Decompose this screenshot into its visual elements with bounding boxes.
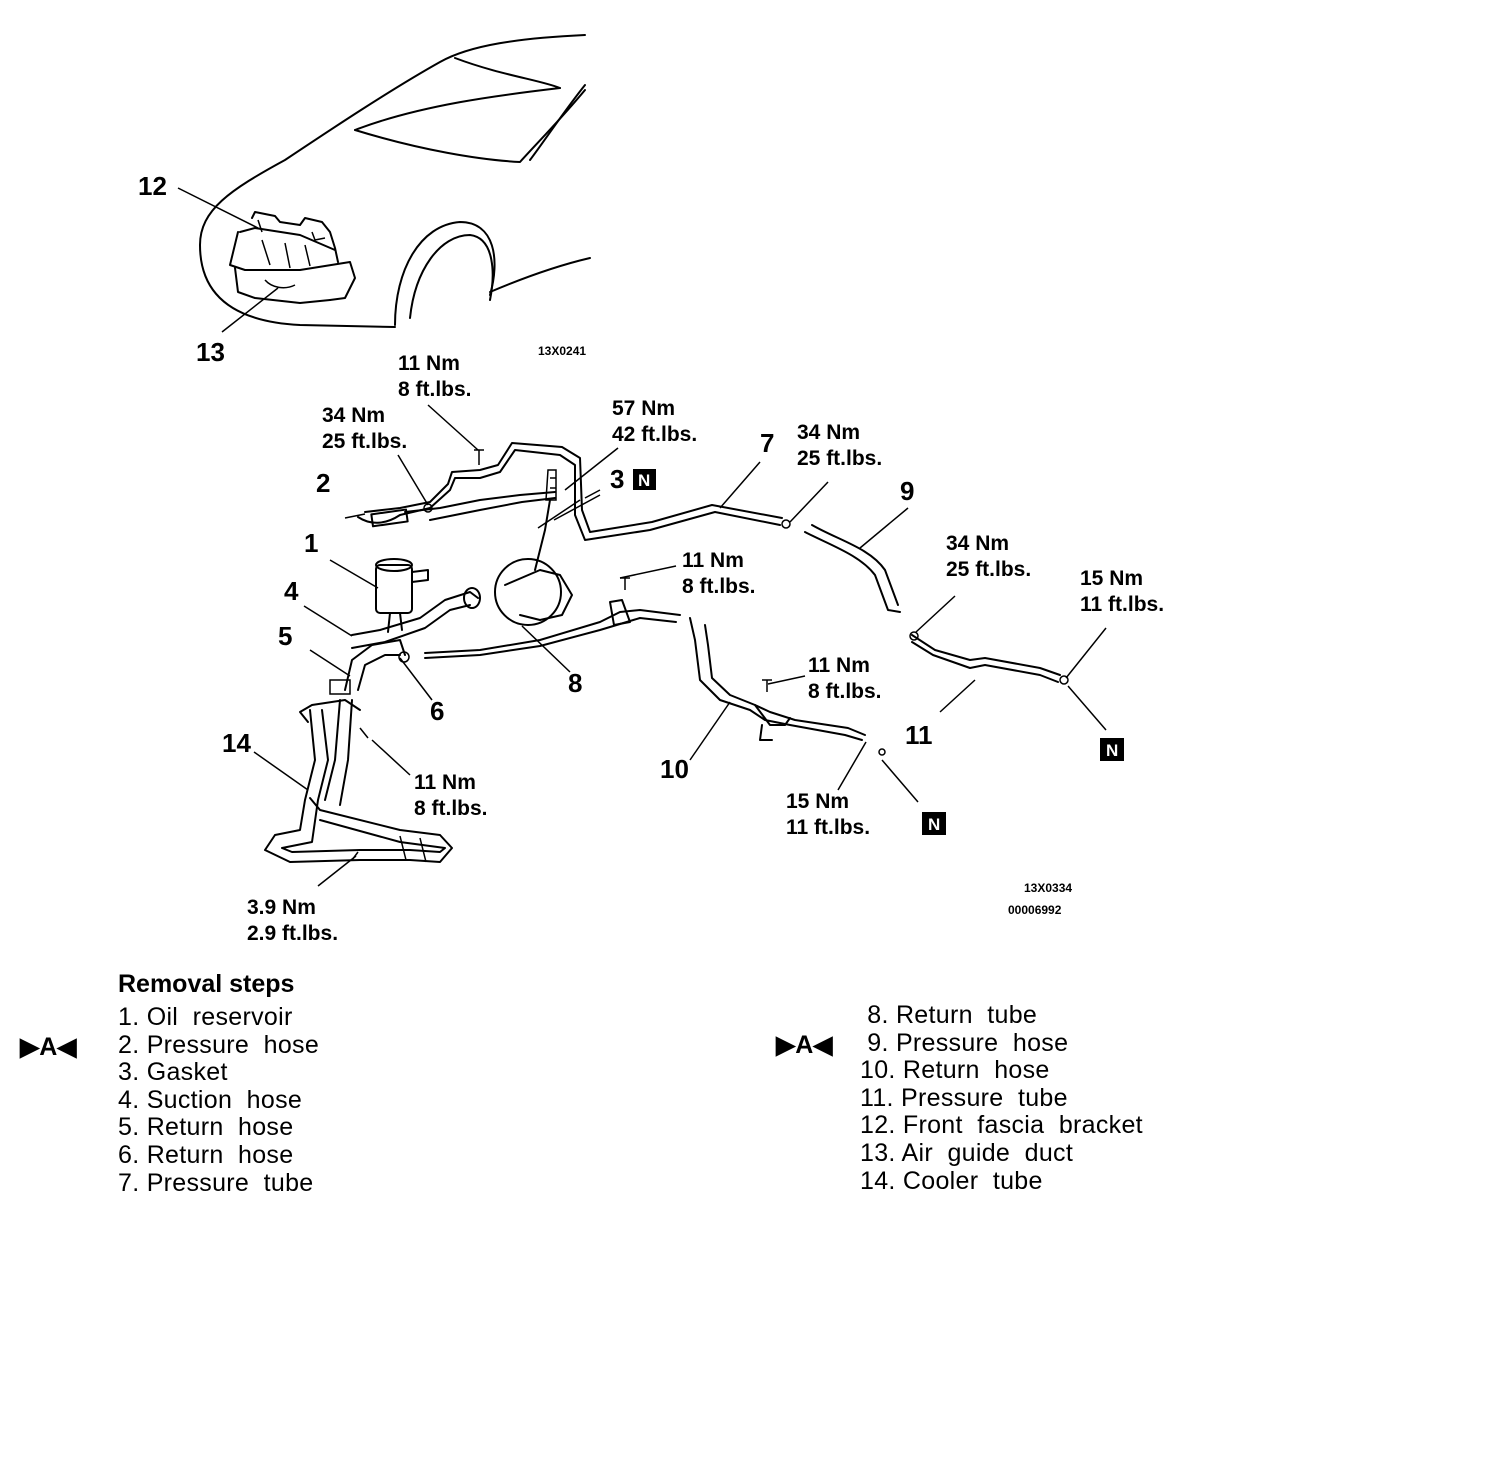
callout-10: 10 xyxy=(660,754,689,784)
svg-text:N: N xyxy=(928,815,940,834)
callout-8: 8 xyxy=(568,668,582,698)
torque-ftlbs: 8 ft.lbs. xyxy=(808,680,882,703)
lines-figure-code: 13X0334 xyxy=(1024,881,1072,895)
step-item: 1. Oil reservoir xyxy=(118,1003,293,1031)
step-item: 3. Gasket xyxy=(118,1058,228,1087)
car-illustration xyxy=(199,34,591,328)
torque-ftlbs: 25 ft.lbs. xyxy=(946,558,1031,581)
torque-nm: 15 Nm xyxy=(1080,567,1143,590)
step-item: 7. Pressure tube xyxy=(118,1168,314,1197)
torque-ftlbs: 11 ft.lbs. xyxy=(1080,593,1164,616)
callout-12: 12 xyxy=(138,171,167,201)
callout-1: 1 xyxy=(304,528,318,558)
torque-nm: 11 Nm xyxy=(682,549,744,572)
callout-2: 2 xyxy=(316,468,330,498)
torque-ftlbs: 2.9 ft.lbs. xyxy=(247,922,338,945)
step-item: 11. Pressure tube xyxy=(860,1083,1068,1112)
removal-steps-right: 8. Return tube 9. Pressure hose 10. Retu… xyxy=(860,1001,1143,1195)
torque-nm: 57 Nm xyxy=(612,397,675,420)
callout-11: 11 xyxy=(905,720,933,750)
torque-nm: 3.9 Nm xyxy=(247,896,316,919)
hose-tube-illustration xyxy=(264,442,1069,863)
callout-4: 4 xyxy=(284,576,299,606)
torque-nm: 11 Nm xyxy=(398,352,460,375)
new-part-mark: N xyxy=(1100,738,1124,761)
removal-steps-title: Removal steps xyxy=(118,970,295,998)
new-part-mark: N xyxy=(633,469,656,490)
torque-nm: 34 Nm xyxy=(797,421,860,444)
step-item: 8. Return tube xyxy=(860,1001,1038,1029)
callout-7: 7 xyxy=(760,428,774,458)
torque-nm: 34 Nm xyxy=(322,404,385,427)
torque-ftlbs: 25 ft.lbs. xyxy=(797,447,882,470)
torque-nm: 11 Nm xyxy=(808,654,870,677)
torque-ftlbs: 11 ft.lbs. xyxy=(786,816,870,839)
callout-6: 6 xyxy=(430,696,444,726)
step-item: 6. Return hose xyxy=(118,1140,294,1169)
step-item: 14. Cooler tube xyxy=(860,1166,1043,1195)
service-point-marker: ▶A◀ xyxy=(20,1033,77,1061)
callout-3: 3 xyxy=(610,464,624,494)
torque-ftlbs: 25 ft.lbs. xyxy=(322,430,407,453)
leader-lines xyxy=(253,404,1107,887)
step-item: 2. Pressure hose xyxy=(118,1030,320,1059)
new-part-mark: N xyxy=(922,812,946,835)
torque-ftlbs: 8 ft.lbs. xyxy=(682,575,756,598)
callout-9: 9 xyxy=(900,476,914,506)
callout-5: 5 xyxy=(278,621,292,651)
step-item: 10. Return hose xyxy=(860,1056,1050,1085)
callout-13: 13 xyxy=(196,337,225,367)
service-point-marker: ▶A◀ xyxy=(776,1031,833,1059)
document-code: 00006992 xyxy=(1008,903,1062,917)
torque-nm: 11 Nm xyxy=(414,771,476,794)
torque-nm: 15 Nm xyxy=(786,790,849,813)
svg-text:N: N xyxy=(638,471,650,490)
step-item: 4. Suction hose xyxy=(118,1085,303,1114)
step-item: 12. Front fascia bracket xyxy=(860,1111,1143,1140)
step-item: 9. Pressure hose xyxy=(860,1028,1069,1057)
torque-ftlbs: 8 ft.lbs. xyxy=(414,797,488,820)
torque-nm: 34 Nm xyxy=(946,532,1009,555)
torque-ftlbs: 42 ft.lbs. xyxy=(612,423,697,446)
svg-text:N: N xyxy=(1106,741,1118,760)
car-figure-code: 13X0241 xyxy=(538,344,586,358)
removal-steps-left: 1. Oil reservoir 2. Pressure hose 3. Gas… xyxy=(118,1003,320,1197)
step-item: 13. Air guide duct xyxy=(860,1138,1074,1167)
step-item: 5. Return hose xyxy=(118,1113,294,1142)
torque-ftlbs: 8 ft.lbs. xyxy=(398,378,472,401)
callout-14: 14 xyxy=(222,728,251,758)
